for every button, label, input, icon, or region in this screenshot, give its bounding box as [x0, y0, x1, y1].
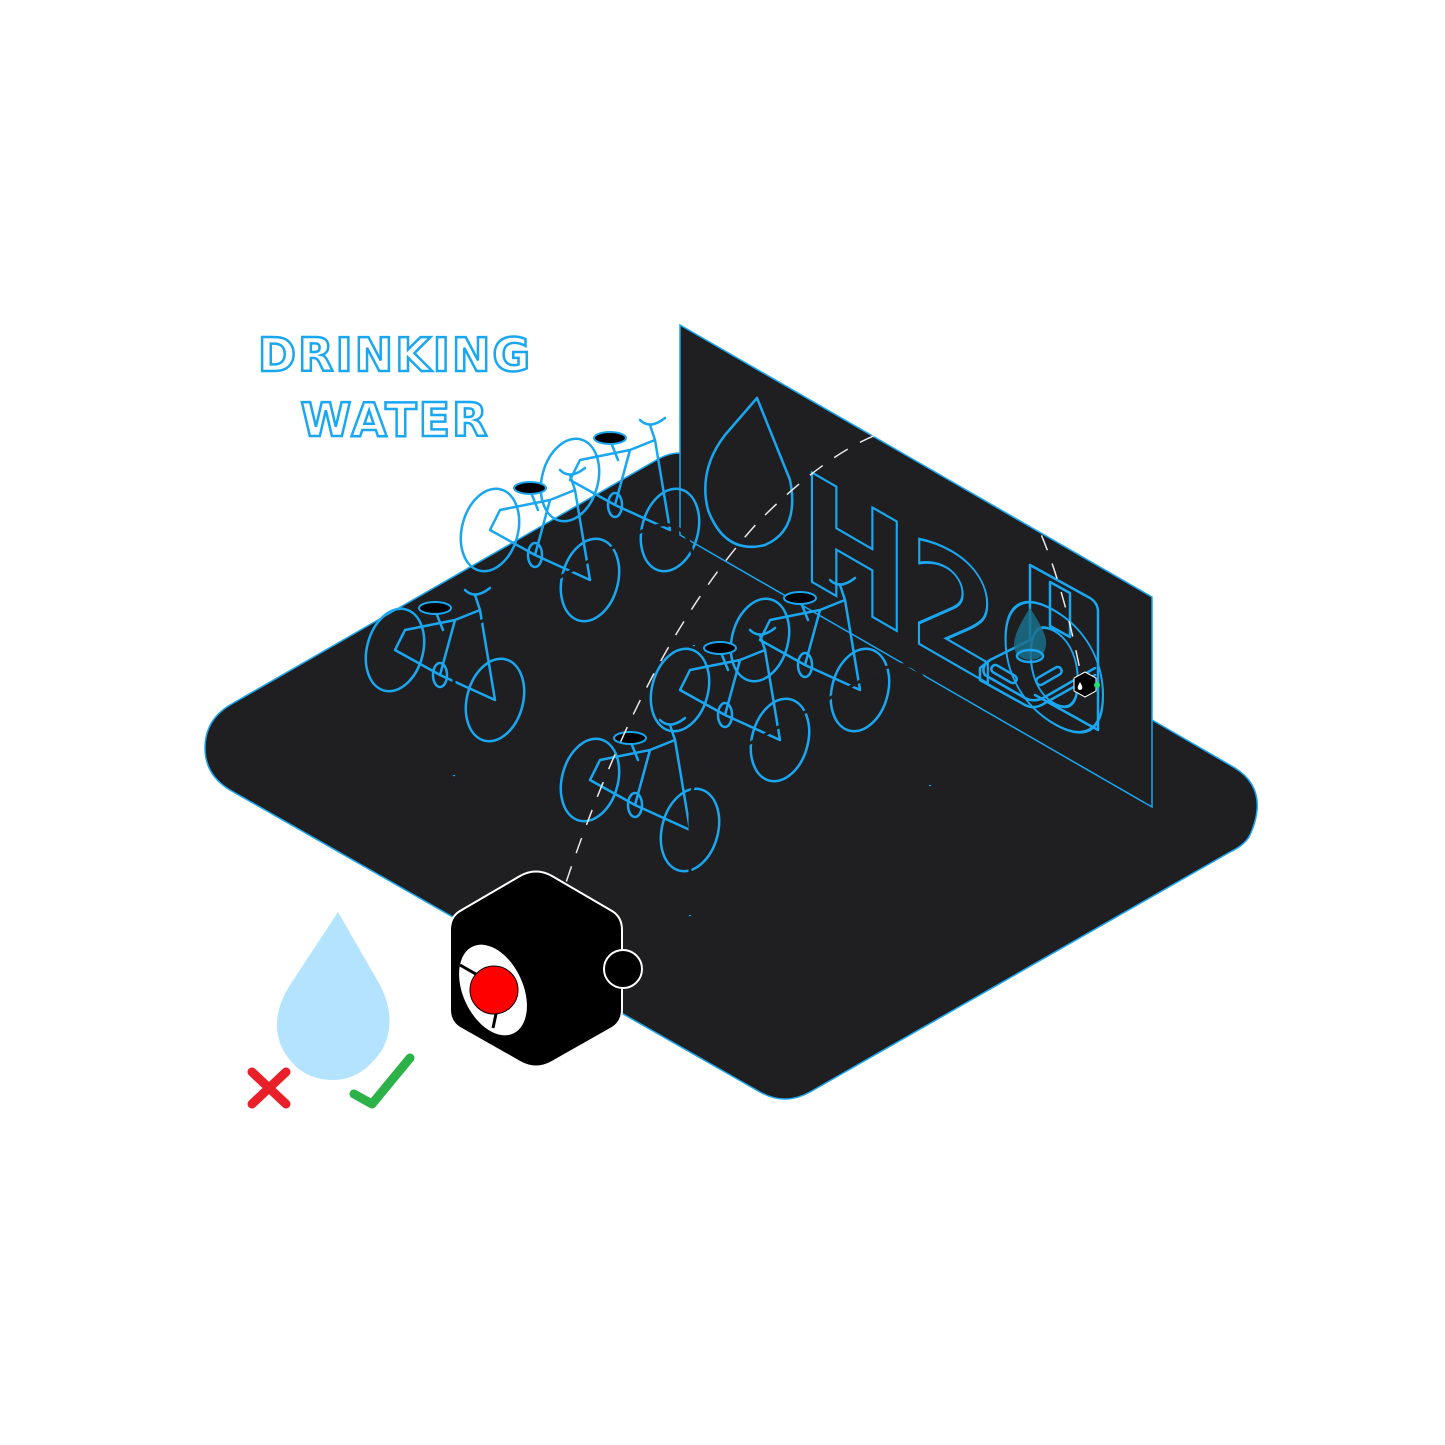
bicycle: [559, 716, 721, 873]
fountain-water-drop: [1014, 608, 1047, 660]
water-drop-icon: [276, 912, 390, 1080]
bicycle: [539, 416, 701, 573]
wall-drop-icon: [704, 396, 794, 549]
bicycle: [729, 576, 891, 733]
bicycle: [459, 466, 621, 623]
bike-racks: [364, 416, 932, 917]
sensor-red-light: [469, 965, 519, 1015]
check-icon: [349, 1053, 415, 1109]
camera-sensor: [449, 870, 643, 1068]
bicycle: [649, 626, 811, 783]
back-wall: [679, 323, 1153, 809]
bicycle: [364, 586, 526, 743]
sensor-sight-line: [556, 423, 1081, 911]
sensor-side-button: [603, 949, 643, 989]
title-line-1: DRINKING: [258, 328, 532, 382]
sensor-indicator: [1094, 682, 1100, 688]
cross-icon: [247, 1067, 291, 1109]
drinking-fountain: [978, 563, 1100, 732]
title-line-2: WATER: [301, 393, 490, 447]
small-sensor-icon: [1073, 671, 1100, 698]
